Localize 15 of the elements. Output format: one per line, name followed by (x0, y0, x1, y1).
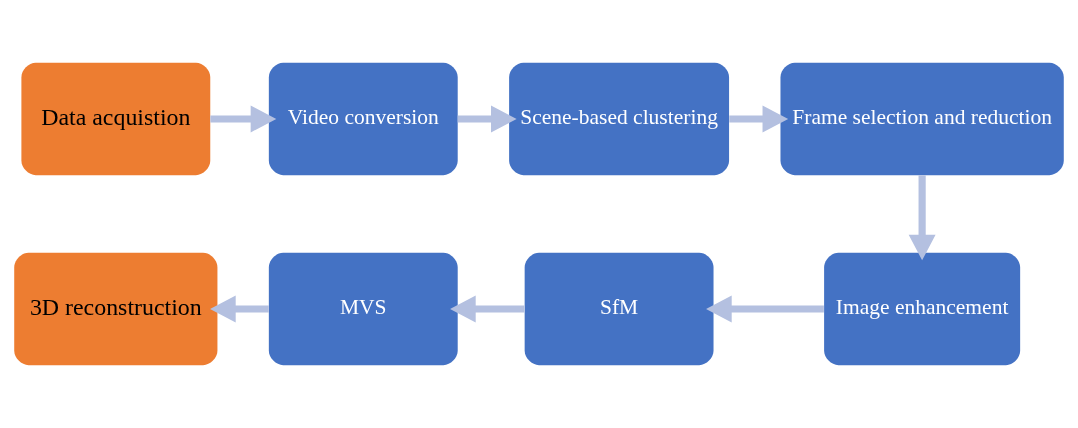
node-box: Data acquistion (21, 62, 211, 176)
arrow (729, 105, 789, 133)
arrow (457, 105, 517, 133)
arrow (450, 295, 525, 323)
node-box: Scene-based clustering (509, 62, 730, 176)
node-box: Frame selection and reduction (780, 62, 1064, 176)
node-box: 3D reconstruction (14, 252, 218, 366)
arrow (706, 295, 824, 323)
arrow (210, 295, 269, 323)
arrow (908, 175, 936, 261)
arrow (210, 105, 277, 133)
node-box: MVS (268, 252, 458, 366)
node-box: SfM (524, 252, 714, 366)
node-box: Video conversion (268, 62, 458, 176)
node-box: Image enhancement (824, 252, 1021, 366)
